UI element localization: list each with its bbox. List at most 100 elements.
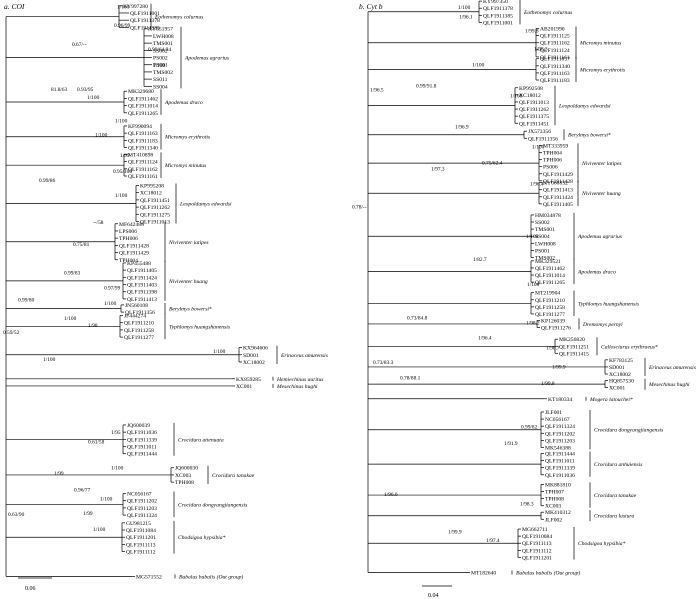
leaf-label: KP995208 (140, 183, 164, 189)
leaf-label: QLF1911375 (519, 114, 549, 120)
leaf-label: QLF1911011 (127, 445, 157, 451)
support-value: 0.99/91.8 (416, 83, 437, 89)
leaf-label: QLF1911340 (540, 64, 570, 70)
leaf-label: JX573356 (528, 129, 551, 135)
leaf-label: LWH008 (535, 241, 556, 247)
species-name: Dremomys pernyi (582, 322, 623, 328)
leaf-label: QLF1911324 (545, 424, 575, 430)
leaf-label: QLF1911428 (543, 179, 573, 185)
leaf-label: QLF1911277 (535, 312, 565, 318)
support-value: 0.99/64.94 (148, 47, 171, 53)
leaf-label: QLF1911356 (528, 136, 558, 142)
leaf-label: QLF1911265 (535, 280, 565, 286)
leaf-label: QLF1911324 (127, 513, 157, 519)
leaf-label: QLF1911265 (128, 111, 158, 117)
support-value: 0.95/100 (113, 169, 132, 175)
scale-bar-label: 0.04 (428, 593, 439, 599)
leaf-label: QLF1911356 (125, 310, 155, 316)
leaf-label: QLF1911429 (119, 251, 149, 257)
species-name: Bubalus bubalis (Out group) (179, 573, 243, 580)
leaf-label: TPH006 (543, 158, 562, 164)
leaf-label: SS011 (153, 77, 168, 83)
support-value: 0.99/80 (18, 297, 35, 303)
species-name: Crocidura tanakae (212, 473, 255, 479)
leaf-label: QLF1911113 (126, 542, 156, 548)
support-value: 0.78/-- (352, 205, 367, 211)
leaf-label: TPH007 (545, 490, 564, 496)
leaf-label: QLF1911057 (540, 57, 570, 63)
support-value: 1/99 (83, 511, 93, 517)
leaf-label: LWH008 (153, 34, 174, 40)
leaf-label: QLF1911413 (127, 297, 157, 303)
support-value: 1/96.5 (370, 88, 384, 94)
leaf-label: QLF1911262 (140, 205, 170, 211)
leaf-label: QLF1911398 (127, 290, 157, 296)
support-value: 1/100 (115, 118, 128, 124)
leaf-label: QLF1911203 (127, 506, 157, 512)
leaf-label: QLF1911424 (127, 275, 157, 281)
species-name: Apodemus agrarius (184, 56, 229, 62)
leaf-label: KP126039 (541, 318, 565, 324)
support-value: 1/99.8 (541, 381, 555, 387)
support-value: 1/100 (100, 497, 113, 503)
support-value: 0.78/88.1 (400, 376, 421, 382)
species-name: Chodsigoa hypsibia* (178, 535, 226, 541)
species-name: Crocidura dongyangjiangensis (178, 502, 247, 508)
support-value: --/58 (93, 220, 104, 226)
support-value: 1/95 (111, 430, 121, 436)
leaf-label: QLF1911112 (126, 550, 156, 556)
support-value: 1/100 (87, 95, 100, 101)
support-value: 1/98 (88, 323, 98, 329)
leaf-label: QLF1911161 (540, 55, 570, 61)
leaf-label: QLF1911462 (535, 266, 565, 272)
leaf-label: XC18012 (519, 93, 541, 99)
leaf-label: QLF1911001 (130, 11, 160, 17)
leaf-label: QLF1911258 (124, 328, 154, 334)
support-value: 1/82.7 (473, 257, 487, 263)
support-value: 1/96.4 (478, 335, 492, 341)
leaf-label: QLF1910084 (522, 534, 552, 540)
scale-bar-label: 0.06 (25, 586, 36, 592)
species-name: Eothenomys colurnus (154, 15, 203, 21)
leaf-label: QLF1911112 (522, 548, 552, 554)
leaf-label: QLF1911202 (545, 431, 575, 437)
species-name: Callosciurus erythraeus* (601, 344, 658, 350)
leaf-label: TMS002 (153, 70, 173, 76)
leaf-label: QLF1911385 (483, 13, 513, 19)
support-value: 1/100 (213, 349, 226, 355)
species-name: Chodsigoa hypsibia* (578, 541, 626, 547)
leaf-label: QLF1911183 (540, 78, 570, 84)
support-value: 0.99/86 (39, 178, 56, 184)
support-value: 0.99/82 (521, 425, 538, 431)
species-name: Mesechinus hughi (648, 382, 690, 388)
support-value: 1/99.9 (552, 365, 566, 371)
species-name: Berylmys bowersi* (568, 133, 611, 139)
leaf-label: SD001 (243, 353, 259, 359)
support-value: 0.97/99 (104, 286, 121, 292)
leaf-label: QLF1911340 (128, 146, 158, 152)
leaf-label: QLF1911125 (540, 34, 570, 40)
leaf-label: QLF1911413 (543, 188, 573, 194)
species-name: Niviventer huang (168, 279, 208, 285)
leaf-label: KT180334 (548, 397, 572, 403)
support-value: 1/100 (510, 94, 523, 100)
leaf-label: QLF1911405 (543, 202, 573, 208)
species-name: Micromys erythrotis (164, 135, 210, 141)
leaf-label: QLF1911163 (128, 131, 158, 137)
leaf-label: MK329680 (128, 89, 154, 95)
leaf-label: MK256820 (559, 337, 585, 343)
support-value: 1/98.3 (520, 501, 534, 507)
leaf-label: QLF1911201 (126, 535, 156, 541)
support-value: 0.73/83.3 (373, 360, 394, 366)
support-value: 0.73/84.8 (407, 316, 428, 322)
leaf-label: QLF1911036 (545, 473, 575, 479)
leaf-label: TMS002 (535, 256, 555, 262)
species-name: Mesechinus hughi (276, 384, 318, 390)
leaf-label: QLF1911162 (128, 167, 158, 173)
leaf-label: KY851957 (148, 27, 173, 33)
leaf-label: TPH006 (119, 236, 138, 242)
support-value: 1/100 (64, 316, 77, 322)
leaf-label: NC056167 (127, 492, 152, 498)
leaf-label: JLF002 (545, 517, 562, 523)
support-value: 0.75/62.4 (482, 161, 503, 167)
